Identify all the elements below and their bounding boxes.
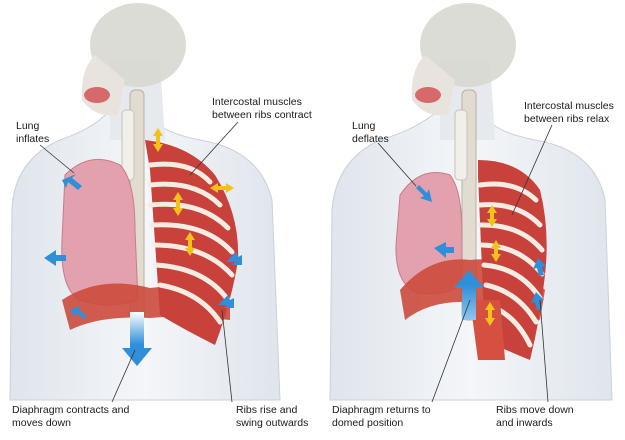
label-line: Intercostal muscles <box>524 100 614 112</box>
label-line: moves down <box>12 417 71 429</box>
label-line: swing outwards <box>236 417 309 429</box>
label-line: Ribs move down <box>496 404 574 416</box>
ribs <box>147 161 235 325</box>
label-line: Lung <box>16 120 40 132</box>
label-line: Diaphragm returns to <box>332 404 431 416</box>
intercostal-arrows <box>485 205 501 326</box>
nasal-cavity <box>415 87 441 103</box>
exhalation-figure <box>329 3 613 401</box>
label-intercostal-contract: Intercostal muscles between ribs contrac… <box>212 96 312 122</box>
label-line: inflates <box>16 133 50 145</box>
intercostal-arrows <box>153 128 234 256</box>
skull <box>420 3 516 87</box>
label-line: between ribs relax <box>524 113 610 125</box>
inhalation-figure <box>9 3 281 401</box>
nasal-cavity <box>84 87 110 103</box>
diaphragm-up-arrow <box>454 270 484 320</box>
left-lung <box>61 158 139 306</box>
label-line: deflates <box>352 133 389 145</box>
label-line: between ribs contract <box>212 109 312 121</box>
diaphragm-down-arrow <box>122 312 152 366</box>
label-diaphragm-contracts: Diaphragm contracts and moves down <box>12 404 129 430</box>
label-intercostal-relax: Intercostal muscles between ribs relax <box>524 100 614 126</box>
label-line: Diaphragm contracts and <box>12 404 130 416</box>
label-line: Ribs rise and <box>236 404 298 416</box>
label-line: domed position <box>332 417 404 429</box>
label-diaphragm-returns: Diaphragm returns to domed position <box>332 404 431 430</box>
trachea <box>454 109 468 181</box>
ribs-outward-arrows <box>218 252 242 308</box>
label-lung-deflates: Lung deflates <box>352 120 389 146</box>
label-line: Intercostal muscles <box>212 96 302 108</box>
label-ribs-rise: Ribs rise and swing outwards <box>236 404 308 430</box>
lung-inflate-arrows <box>44 174 87 319</box>
abdominal-muscle <box>470 300 505 360</box>
lung-deflate-arrows <box>416 185 454 258</box>
leader-lines <box>39 121 553 403</box>
label-line: Lung <box>352 120 376 132</box>
label-lung-inflates: Lung inflates <box>16 120 49 146</box>
label-line: and inwards <box>496 417 553 429</box>
label-ribs-move-down: Ribs move down and inwards <box>496 404 574 430</box>
skull <box>90 3 186 87</box>
